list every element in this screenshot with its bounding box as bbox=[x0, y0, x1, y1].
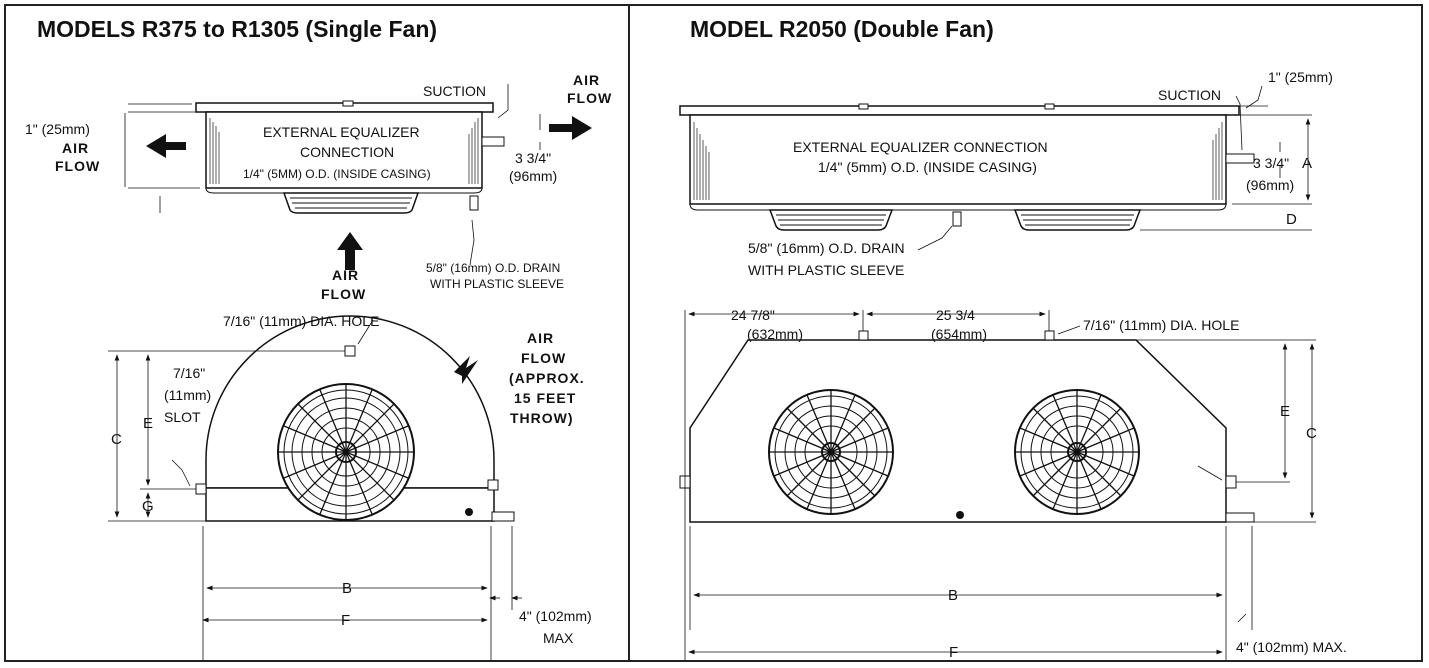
right-dimensions bbox=[684, 310, 1316, 660]
left-slot-1: 7/16" bbox=[173, 365, 205, 381]
left-throw-3: (APPROX. bbox=[509, 370, 585, 386]
left-slot-2: (11mm) bbox=[164, 387, 211, 403]
right-equalizer-2: 1/4" (5mm) O.D. (INSIDE CASING) bbox=[818, 159, 1037, 175]
left-air-flow-bottom-2: FLOW bbox=[321, 286, 366, 302]
right-fan-guard-left-icon bbox=[768, 389, 894, 515]
left-dim-f: F bbox=[341, 612, 350, 629]
right-span2-2: (654mm) bbox=[931, 326, 987, 342]
right-dim-height-1: 3 3/4" bbox=[1253, 155, 1289, 171]
left-equalizer-3: 1/4" (5MM) O.D. (INSIDE CASING) bbox=[243, 167, 431, 181]
right-dim-a: A bbox=[1302, 155, 1312, 172]
left-drain-1: 5/8" (16mm) O.D. DRAIN bbox=[426, 261, 560, 275]
left-drain-2: WITH PLASTIC SLEEVE bbox=[430, 277, 564, 291]
left-air-flow-bottom-1: AIR bbox=[332, 267, 359, 283]
left-air-flow-right-2: FLOW bbox=[567, 90, 612, 106]
left-suction-label: SUCTION bbox=[423, 83, 486, 99]
left-dim-height-1: 3 3/4" bbox=[515, 150, 551, 166]
left-throw-5: THROW) bbox=[510, 410, 574, 426]
left-dim-height-2: (96mm) bbox=[509, 168, 557, 184]
left-dimensions bbox=[108, 319, 522, 660]
right-panel-title: MODEL R2050 (Double Fan) bbox=[690, 16, 994, 42]
right-span1-2: (632mm) bbox=[747, 326, 803, 342]
right-span2-1: 25 3/4 bbox=[936, 307, 975, 323]
left-max-1: 4" (102mm) bbox=[519, 608, 592, 624]
left-labels: 1" (25mm) SUCTION AIR FLOW AIR FLOW EXTE… bbox=[25, 72, 612, 646]
right-dim-top-offset: 1" (25mm) bbox=[1268, 69, 1333, 85]
left-dim-b: B bbox=[342, 580, 352, 597]
left-air-flow-left-2: FLOW bbox=[55, 158, 100, 174]
left-throw-4: 15 FEET bbox=[514, 390, 576, 406]
right-front-elevation bbox=[679, 330, 1255, 523]
left-throw-1: AIR bbox=[527, 330, 554, 346]
right-dim-c: C bbox=[1306, 425, 1317, 442]
outer-frame bbox=[4, 4, 1423, 662]
left-air-flow-right-1: AIR bbox=[573, 72, 600, 88]
right-span1-1: 24 7/8" bbox=[731, 307, 775, 323]
right-dim-e: E bbox=[1280, 403, 1290, 420]
right-fan-guard-right-icon bbox=[1014, 389, 1140, 515]
left-throw-2: FLOW bbox=[521, 350, 566, 366]
left-dim-c: C bbox=[111, 431, 122, 448]
left-hole-label: 7/16" (11mm) DIA. HOLE bbox=[223, 313, 379, 329]
right-dim-d: D bbox=[1286, 211, 1297, 228]
left-dim-e: E bbox=[143, 415, 153, 432]
left-equalizer-1: EXTERNAL EQUALIZER bbox=[263, 124, 420, 140]
left-equalizer-2: CONNECTION bbox=[300, 144, 394, 160]
left-panel-title: MODELS R375 to R1305 (Single Fan) bbox=[37, 16, 438, 42]
right-dim-f: F bbox=[949, 644, 958, 661]
left-fan-guard-icon bbox=[277, 383, 415, 521]
right-suction-label: SUCTION bbox=[1158, 87, 1221, 103]
left-dim-top-offset: 1" (25mm) bbox=[25, 121, 90, 137]
right-max-label: 4" (102mm) MAX. bbox=[1236, 639, 1347, 655]
right-dim-b: B bbox=[948, 587, 958, 604]
right-equalizer-1: EXTERNAL EQUALIZER CONNECTION bbox=[793, 139, 1048, 155]
right-hole-label: 7/16" (11mm) DIA. HOLE bbox=[1083, 317, 1239, 333]
right-drain-2: WITH PLASTIC SLEEVE bbox=[748, 262, 904, 278]
left-side-elevation bbox=[124, 84, 592, 270]
right-labels: 1" (25mm) SUCTION EXTERNAL EQUALIZER CON… bbox=[731, 69, 1347, 661]
right-dim-height-2: (96mm) bbox=[1246, 177, 1294, 193]
left-max-2: MAX bbox=[543, 630, 574, 646]
left-air-flow-left-1: AIR bbox=[62, 140, 89, 156]
panel-divider bbox=[628, 4, 630, 662]
right-side-elevation bbox=[679, 85, 1312, 251]
right-drain-1: 5/8" (16mm) O.D. DRAIN bbox=[748, 240, 905, 256]
left-dim-g: G bbox=[142, 498, 154, 515]
left-slot-3: SLOT bbox=[164, 409, 201, 425]
